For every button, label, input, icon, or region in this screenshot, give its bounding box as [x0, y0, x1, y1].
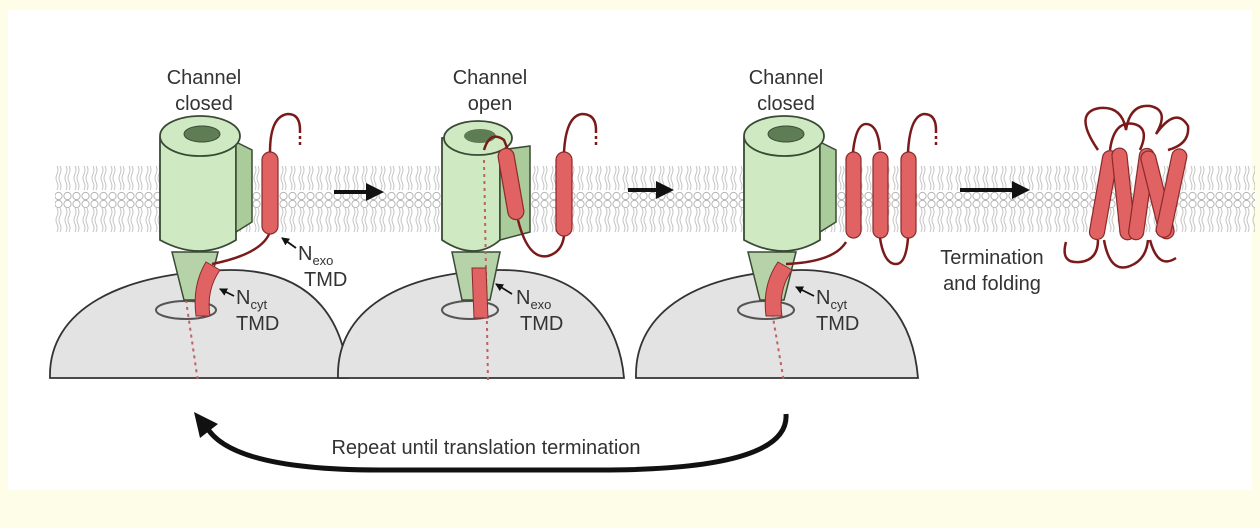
folded-protein: Termination and folding: [940, 104, 1190, 295]
tmd-2b: [555, 151, 573, 237]
nascent-chain-3c: [878, 237, 910, 266]
ribosome-3: [635, 269, 919, 379]
ribosome-exit-ring-2: [441, 300, 499, 320]
stage-1-nexo-label: Nexo: [298, 243, 333, 268]
stage-3-ncyt-tmd: TMD: [816, 313, 859, 335]
stage-1-title-line1: Channel: [167, 67, 242, 89]
nascent-chain-2c: [562, 112, 598, 153]
pointer-arrow-ncyt-1: [219, 288, 235, 297]
step-arrowhead-3: [1012, 181, 1030, 199]
nascent-chain-2a: [482, 135, 510, 151]
ribosome-2: [337, 269, 625, 379]
channel-pore-3: [767, 125, 805, 143]
stage-3-title-line1: Channel: [749, 67, 824, 89]
nascent-chain-tail-1: [268, 112, 302, 153]
mrna-dotted-2: [483, 159, 489, 383]
stage-3-title-line2: closed: [757, 93, 815, 115]
translocon-channel-3: [743, 137, 821, 252]
folded-tmd-2: [1111, 147, 1136, 241]
stage-3: Channel closed Ncyt TMD: [635, 67, 938, 383]
folded-tmd-1: [1088, 150, 1119, 241]
lateral-gate-3: [819, 140, 837, 234]
stage-1-nexo-tmd: TMD: [304, 269, 347, 291]
final-label-line1: Termination: [940, 247, 1043, 269]
pointer-arrow-nexo-1: [281, 237, 297, 249]
step-arrowhead-2: [656, 181, 674, 199]
figure-panel: [8, 10, 1252, 490]
repeat-arrow-curve: [203, 413, 789, 473]
nascent-chain-2b: [516, 219, 566, 258]
final-label-line2: and folding: [943, 273, 1041, 295]
repeat-loop: Repeat until translation termination: [194, 412, 789, 473]
stage-1: Channel closed Nexo TMD Ncyt TMD: [49, 67, 349, 383]
folded-loops-top-2: [1108, 122, 1146, 151]
nascent-chain-3b: [851, 122, 882, 153]
ncyt-tmd-1: [194, 261, 221, 317]
folded-loops-bottom: [1063, 239, 1177, 269]
nexo-tmd-in-pore-2: [471, 267, 489, 319]
ncyt-tmd-3: [764, 261, 793, 317]
channel-pore-2: [464, 129, 496, 143]
ribosome-1: [49, 269, 349, 379]
step-arrowhead-1: [366, 183, 384, 201]
nascent-chain-3d: [906, 112, 938, 153]
channel-pore-1: [183, 125, 221, 143]
stage-1-title-line2: closed: [175, 93, 233, 115]
tmd-3b: [872, 151, 889, 239]
stage-2: Channel open Nexo TMD: [337, 67, 625, 383]
translocon-channel-1: [159, 137, 237, 252]
stage-2-title-line2: open: [468, 93, 513, 115]
stage-2-nexo-tmd: TMD: [520, 313, 563, 335]
lateral-gate-1: [235, 140, 253, 234]
folded-loops-top: [1084, 104, 1190, 152]
stage-2-title-line1: Channel: [453, 67, 528, 89]
stage-3-ncyt-label: Ncyt: [816, 287, 847, 312]
membrane-bilayer: [55, 146, 1255, 246]
stage-2-nexo-label: Nexo: [516, 287, 551, 312]
stage-1-ncyt-label: Ncyt: [236, 287, 267, 312]
stage-1-ncyt-tmd: TMD: [236, 313, 279, 335]
repeat-arrowhead: [194, 412, 218, 438]
pointer-arrow-nexo-2: [495, 283, 513, 295]
folded-tmd-5: [1155, 148, 1188, 238]
tmd-3c: [900, 151, 917, 239]
nascent-chain-1: [211, 231, 272, 266]
nascent-chain-3a: [785, 241, 848, 266]
pointer-arrow-ncyt-3: [795, 286, 815, 297]
tmd-3a: [845, 151, 862, 239]
repeat-label: Repeat until translation termination: [331, 437, 640, 459]
nexo-tmd-1: [261, 151, 279, 235]
tmd-2a: [497, 147, 525, 221]
